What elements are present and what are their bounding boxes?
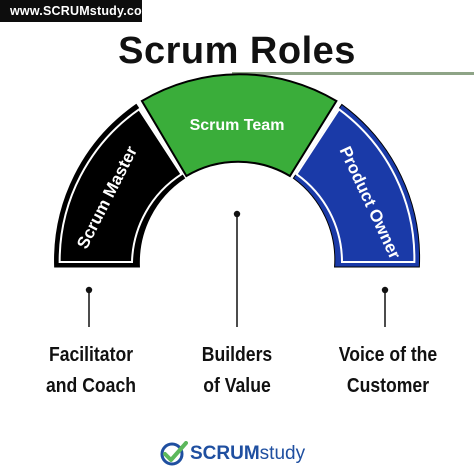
scrum-team-segment xyxy=(140,73,338,178)
scrum-team-label: Scrum Team xyxy=(190,117,285,134)
caption-line: Facilitator xyxy=(48,344,134,366)
title-underline xyxy=(232,72,474,75)
brand-name: SCRUMstudy xyxy=(190,442,305,466)
connector-scrum-team xyxy=(233,210,241,327)
brand-name-study: study xyxy=(259,443,306,464)
brand-name-scrum: SCRUM xyxy=(190,443,260,464)
caption-line: Customer xyxy=(346,375,430,397)
product-owner-description: Voice of the Customer xyxy=(313,340,463,402)
scrumstudy-logo[interactable]: SCRUMstudy xyxy=(160,441,320,467)
caption-line: of Value xyxy=(203,375,271,397)
caption-line: and Coach xyxy=(46,375,136,397)
scrum-team-description: Builders of Value xyxy=(162,340,312,402)
connector-product-owner xyxy=(381,286,389,327)
connector-scrum-master xyxy=(85,286,93,327)
checkmark-icon xyxy=(160,441,188,466)
website-url-banner[interactable]: www.SCRUMstudy.com xyxy=(0,0,153,22)
product-owner-segment-border xyxy=(295,107,416,263)
caption-line: Builders xyxy=(201,344,273,366)
caption-line: Voice of the xyxy=(338,344,438,366)
scrum-master-segment xyxy=(54,103,186,268)
scrum-master-segment-border xyxy=(58,107,183,263)
page-title: Scrum Roles xyxy=(118,30,356,72)
scrum-master-description: Facilitator and Coach xyxy=(16,340,166,402)
product-owner-segment xyxy=(292,103,421,268)
